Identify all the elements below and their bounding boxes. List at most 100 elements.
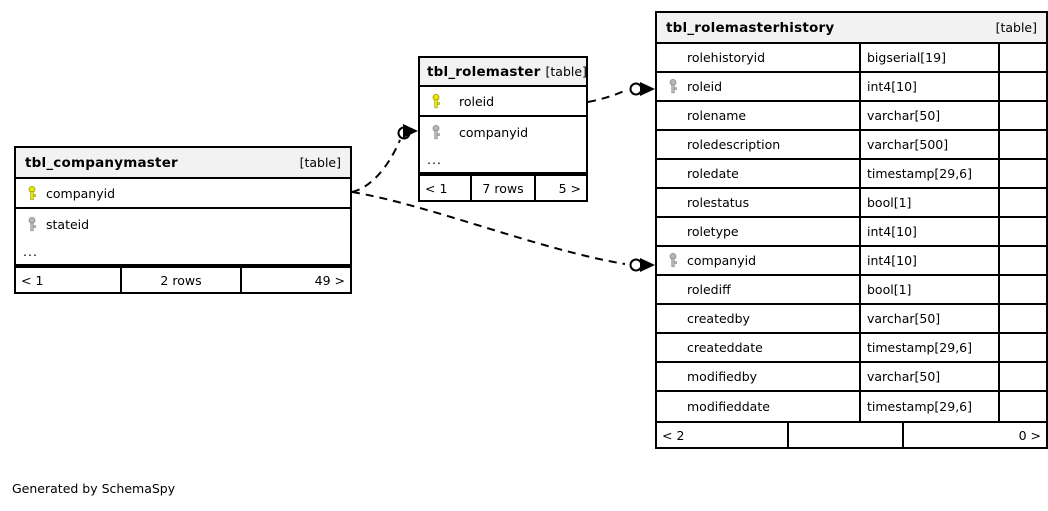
table-row[interactable]: stateid	[16, 209, 350, 239]
table-header: tbl_rolemaster [table]	[420, 58, 587, 87]
footer-row-count: 2 rows	[120, 268, 240, 292]
column-name-cell: rolediff	[657, 276, 859, 303]
column-extra-cell	[998, 247, 1046, 274]
column-extra-cell	[998, 276, 1046, 303]
column-list: rolehistoryid bigserial[19] roleid int4[10]…	[657, 44, 1046, 421]
table-row[interactable]: roleid int4[10]	[657, 73, 1046, 102]
table-tbl-rolemaster[interactable]: tbl_rolemaster [table] roleid	[418, 56, 588, 202]
column-type: varchar[500]	[859, 131, 998, 158]
table-row[interactable]: rolehistoryid bigserial[19]	[657, 44, 1046, 73]
table-type-tag: [table]	[995, 20, 1037, 35]
column-type: varchar[50]	[859, 102, 998, 129]
column-extra-cell	[998, 73, 1046, 100]
table-row[interactable]: modifiedby varchar[50]	[657, 363, 1046, 392]
footer-left[interactable]: < 1	[21, 272, 44, 288]
column-name: rolestatus	[687, 195, 750, 210]
column-name: stateid	[46, 216, 90, 232]
column-type: bool[1]	[859, 189, 998, 216]
footer-left[interactable]: < 2	[662, 427, 685, 443]
column-extra-cell	[998, 305, 1046, 332]
column-name: createdby	[687, 311, 750, 326]
relationship-arrowhead	[403, 124, 418, 138]
column-name: companyid	[687, 253, 757, 268]
relationship-arrowhead	[640, 82, 655, 96]
primary-key-icon	[427, 93, 445, 109]
table-row[interactable]: createddate timestamp[29,6]	[657, 334, 1046, 363]
footer-right[interactable]: 49 >	[240, 268, 350, 292]
relationship-line-companymaster-rolemasterhistory	[351, 191, 626, 265]
table-row[interactable]: companyid	[420, 117, 586, 147]
table-row[interactable]: rolestatus bool[1]	[657, 189, 1046, 218]
table-header: tbl_companymaster [table]	[16, 148, 350, 179]
footer-right[interactable]: 5 >	[534, 176, 586, 200]
generator-credit: Generated by SchemaSpy	[12, 481, 176, 496]
column-extra-cell	[998, 189, 1046, 216]
table-row[interactable]: roledescription varchar[500]	[657, 131, 1046, 160]
table-tbl-rolemasterhistory[interactable]: tbl_rolemasterhistory [table] rolehistor…	[655, 11, 1048, 449]
column-name-cell: modifieddate	[657, 392, 859, 421]
column-type: int4[10]	[859, 247, 998, 274]
column-name: createddate	[687, 340, 763, 355]
relationship-optional-marker	[629, 82, 643, 96]
table-footer: < 1 7 rows 5 >	[420, 174, 586, 200]
column-extra-cell	[998, 363, 1046, 390]
table-footer: < 1 2 rows 49 >	[16, 266, 350, 292]
relationship-optional-marker	[629, 258, 643, 272]
column-name: companyid	[459, 124, 529, 140]
footer-left[interactable]: < 1	[425, 180, 448, 196]
column-type: timestamp[29,6]	[859, 392, 998, 421]
column-type: int4[10]	[859, 73, 998, 100]
table-title: tbl_rolemasterhistory	[666, 19, 835, 36]
table-row[interactable]: companyid int4[10]	[657, 247, 1046, 276]
column-extra-cell	[998, 218, 1046, 245]
footer-row-count	[787, 423, 902, 447]
column-list: companyid stateid	[16, 179, 350, 239]
column-name-cell: roledate	[657, 160, 859, 187]
table-title: tbl_rolemaster	[427, 63, 541, 80]
footer-row-count: 7 rows	[470, 176, 534, 200]
column-name: companyid	[46, 185, 116, 201]
column-type: timestamp[29,6]	[859, 334, 998, 361]
column-name: roledescription	[687, 137, 781, 152]
column-extra-cell	[998, 131, 1046, 158]
table-header: tbl_rolemasterhistory [table]	[657, 13, 1046, 44]
column-extra-cell	[998, 334, 1046, 361]
table-footer: < 2 0 >	[657, 421, 1046, 447]
column-name-cell: roleid	[420, 87, 586, 115]
column-name-cell: createdby	[657, 305, 859, 332]
column-type: varchar[50]	[859, 363, 998, 390]
column-type: int4[10]	[859, 218, 998, 245]
table-row[interactable]: roleid	[420, 87, 586, 117]
column-list: roleid companyid	[420, 87, 586, 147]
column-name: rolehistoryid	[687, 50, 766, 65]
table-row[interactable]: roletype int4[10]	[657, 218, 1046, 247]
column-name-cell: companyid	[657, 247, 859, 274]
footer-right[interactable]: 0 >	[902, 423, 1046, 447]
column-name-cell: companyid	[420, 117, 586, 147]
table-row[interactable]: rolediff bool[1]	[657, 276, 1046, 305]
column-name-cell: roleid	[657, 73, 859, 100]
table-title: tbl_companymaster	[25, 154, 178, 171]
column-extra-cell	[998, 44, 1046, 71]
column-name: roleid	[687, 79, 723, 94]
foreign-key-icon	[664, 79, 682, 94]
table-tbl-companymaster[interactable]: tbl_companymaster [table] companyid	[14, 146, 352, 294]
column-type: bigserial[19]	[859, 44, 998, 71]
column-name-cell: roletype	[657, 218, 859, 245]
column-type: bool[1]	[859, 276, 998, 303]
table-row[interactable]: companyid	[16, 179, 350, 209]
column-extra-cell	[998, 392, 1046, 421]
more-columns-ellipsis: ...	[420, 147, 586, 174]
column-name: modifiedby	[687, 369, 758, 384]
column-name-cell: modifiedby	[657, 363, 859, 390]
foreign-key-icon	[664, 253, 682, 268]
more-columns-ellipsis: ...	[16, 239, 350, 266]
column-name: roletype	[687, 224, 739, 239]
column-name-cell: rolestatus	[657, 189, 859, 216]
column-name: rolediff	[687, 282, 731, 297]
